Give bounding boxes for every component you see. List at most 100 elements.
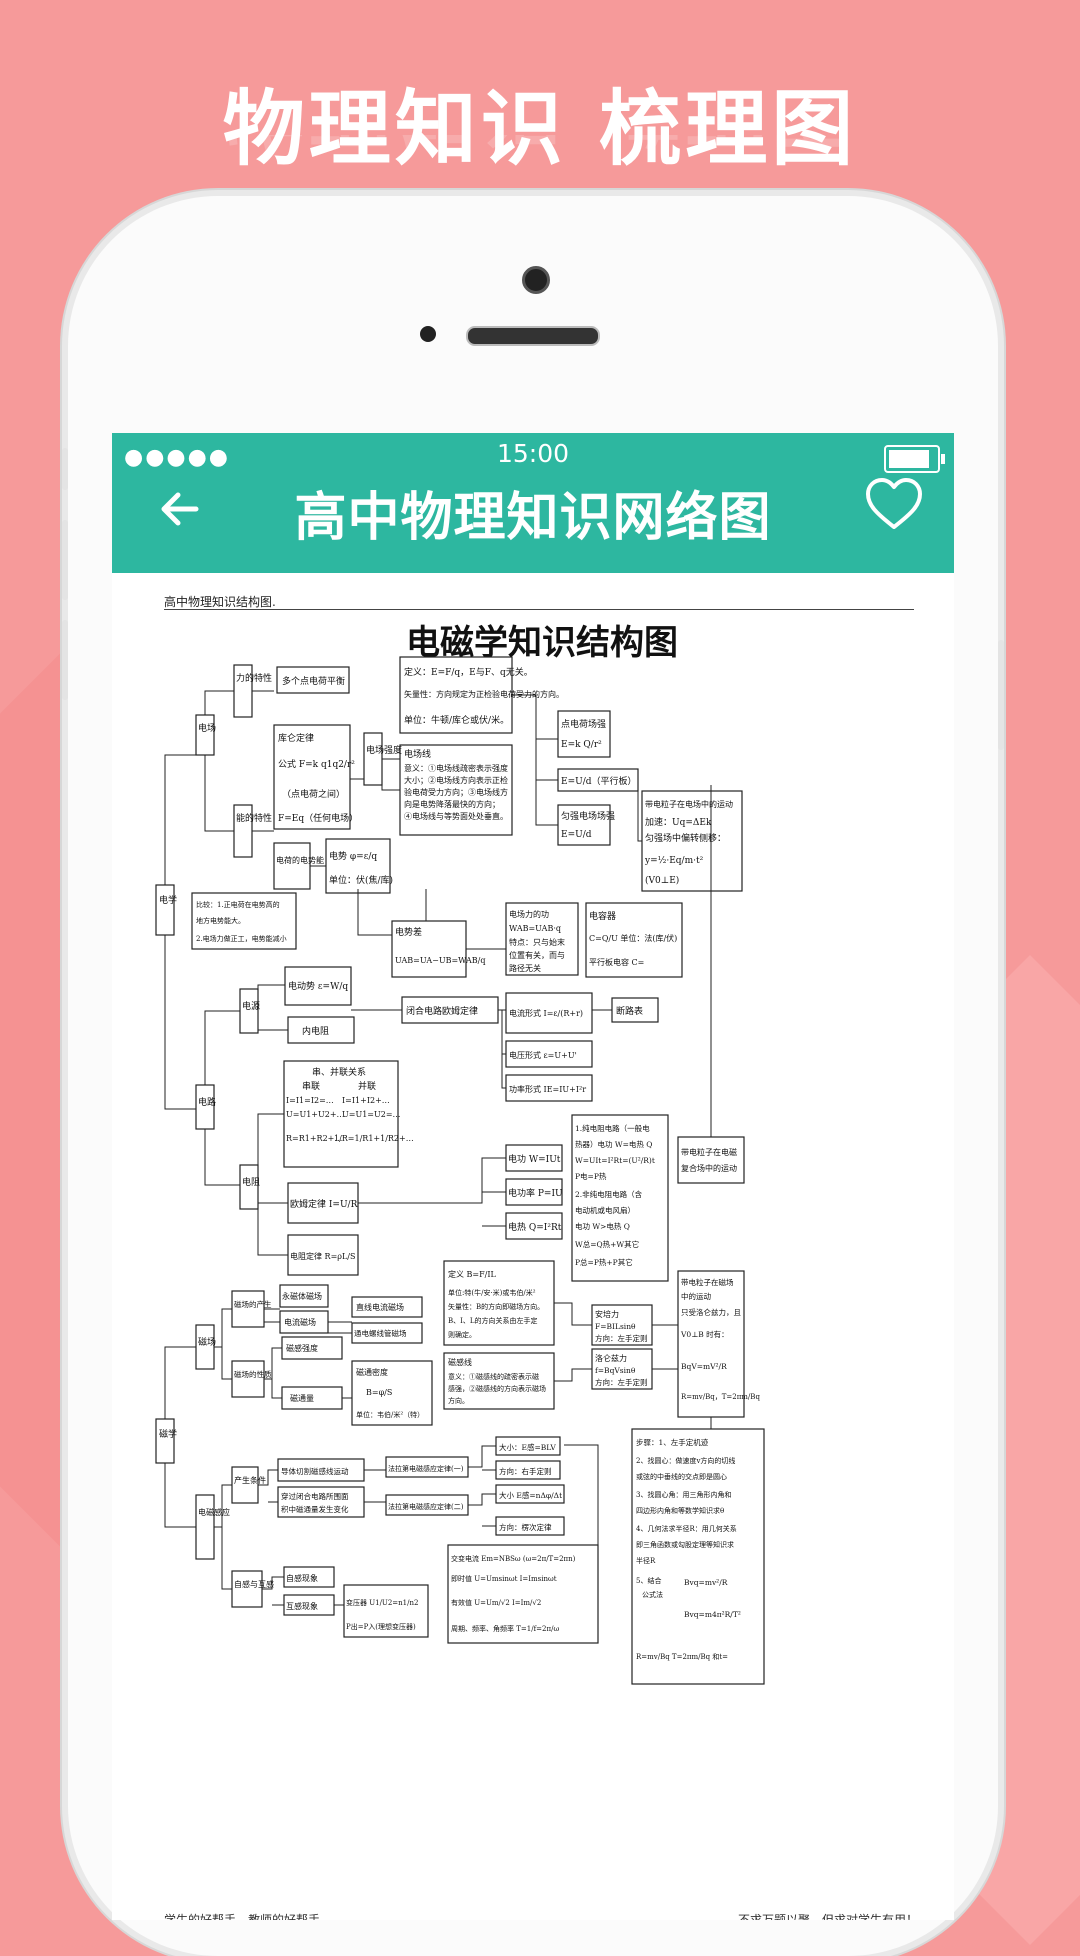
knowledge-diagram: 电学 电场 力的特性 能的特性 多个点电荷平衡 库仑定律 公式 F=k q1q2… (155, 656, 765, 1685)
node-label: 内电阻 (302, 1025, 329, 1037)
node-label: 方向：楞次定律 (499, 1522, 552, 1532)
node-label: f=BqVsinθ (595, 1366, 636, 1375)
knowledge-map-document: 高中物理知识结构图. 电磁学知识结构图 (152, 585, 932, 1920)
document-footer-left: 学生的好帮手，教师的好帮手 (164, 1913, 321, 1920)
document-footer-right: 不求万题以聚，但求对学生有用！ (737, 1913, 918, 1920)
node-label: 串、并联关系 (312, 1066, 366, 1078)
node-label: 磁场的性质 (234, 1369, 272, 1379)
signal-indicator: ●●●●● (124, 445, 230, 470)
node-label: 矢量性：方向规定为正检验电荷受力的方向。 (404, 689, 564, 699)
phone-screen: ●●●●● 15:00 高中物理知识网络图 高中物理知识结构图. 电磁学知识结构… (112, 433, 954, 1920)
node-label: BqV=mV²/R (681, 1362, 727, 1371)
phone-volume-up (62, 520, 68, 600)
node-label: 力的特性 (236, 672, 272, 684)
node-label: 5、结合 (636, 1576, 661, 1585)
node-label: 方向：左手定则 (595, 1333, 648, 1343)
node-label: 电动势 ε=W/q (288, 980, 348, 992)
promo-headline: 物理知识 梳理图 (222, 82, 858, 177)
node-label: 单位：伏(焦/库) (329, 874, 393, 886)
node-label: 断路表 (616, 1005, 643, 1017)
node-label: (V0⊥E) (645, 875, 679, 886)
node-label: 方向。 (448, 1396, 469, 1405)
proximity-sensor (420, 326, 436, 342)
node-label: 通电螺线管磁场 (354, 1328, 407, 1338)
node-label: 洛仑兹力 (595, 1353, 627, 1363)
node-label: 单位:特(牛/安·米)或韦伯/米² (448, 1288, 536, 1297)
node-label: 定义：E=F/q，E与F、q无关。 (404, 666, 533, 678)
node-label: 大小 E感=nΔφ/Δt (499, 1490, 562, 1500)
node-label: 带电粒子在电场中的运动 (645, 799, 733, 809)
node-label: 电功 W=IUt (508, 1153, 561, 1165)
node-label: 4、几何法求半径R：用几何关系 (636, 1524, 737, 1533)
node-label: 比较：1.正电荷在电势高的 (196, 900, 280, 909)
node-label: 自感现象 (286, 1573, 318, 1583)
node-label: 2.非纯电阻电路（含 (575, 1189, 643, 1199)
back-button[interactable] (152, 481, 208, 537)
arrow-left-icon (161, 492, 199, 526)
node-label: F=Eq（任何电场） (278, 812, 358, 824)
node-label: 矢量性：B的方向即磁场方向。 (448, 1302, 544, 1311)
node-label: 单位：韦伯/米²（特） (356, 1410, 424, 1419)
node-label: 2.电场力做正工，电势能减小 (196, 934, 287, 943)
node-label: 特点：只与始末 (509, 937, 565, 947)
node-label: 永磁体磁场 (282, 1291, 322, 1301)
node-label: 加速：Uq=ΔEk (645, 817, 712, 828)
node-label: 法拉第电磁感应定律(二) (388, 1502, 464, 1511)
node-label: 步骤：1、左手定机迹 (636, 1437, 709, 1447)
node-label: 安培力 (595, 1309, 619, 1319)
node-label: 电场力的功 (509, 909, 549, 919)
node-label: 电场强度 (366, 744, 402, 756)
node-label: UAB=UA−UB=WAB/q (395, 956, 485, 965)
node-label: 电压形式 ε=U+U' (509, 1050, 577, 1060)
node-label: 路径无关 (509, 963, 541, 973)
favorite-button[interactable] (864, 475, 924, 535)
node-label: 磁场 (198, 1336, 216, 1348)
promo-headline-reflection: 物理知识 梳理图 (0, 135, 1080, 175)
node-label: R=mv/Bq T=2πm/Bq 和t= (636, 1652, 728, 1661)
node-label: 即三角函数或勾股定理等知识求 (636, 1540, 734, 1549)
node-label: ④电场线与等势面处处垂直。 (404, 811, 508, 821)
node-label: 磁通量 (290, 1393, 314, 1403)
node-label: 库仑定律 (278, 732, 314, 744)
node-label: R=mv/Bq，T=2πm/Bq (681, 1393, 760, 1401)
node-label: B、I、L的方向关系由左手定 (448, 1316, 538, 1325)
node-label: 向是电势降落最快的方向； (404, 799, 500, 809)
node-label: 并联 (358, 1080, 376, 1092)
status-time: 15:00 (496, 439, 570, 468)
diagram-connectors (164, 690, 712, 1606)
node-label: 电势 φ=ε/q (329, 850, 377, 862)
node-label: I=I1=I2=… (286, 1096, 334, 1105)
node-label: 积中磁通量发生变化 (281, 1504, 349, 1514)
node-label: W总=Q热+W其它 (575, 1239, 639, 1249)
phone-mute-switch (62, 448, 68, 490)
node-label: 电场 (198, 722, 216, 734)
node-label: 变压器 U1/U2=n1/n2 (346, 1598, 418, 1607)
node-label: C=Q/U 单位：法(库/伏) (589, 933, 677, 943)
node-label: 磁学 (159, 1428, 177, 1440)
node-label: P总=P热+P其它 (575, 1257, 633, 1267)
node-label: 1.纯电阻电路（一般电 (575, 1123, 650, 1133)
node-label: 互感现象 (286, 1601, 318, 1611)
node-label: 导体切割磁感线运动 (281, 1466, 349, 1476)
node-label: 电动机或电风扇） (575, 1205, 635, 1215)
node-label: 串联 (302, 1081, 320, 1092)
node-label: 大小：E感=BLV (499, 1442, 556, 1452)
node-label: U=U1+U2+… (286, 1110, 345, 1119)
node-label: 有效值 U=Um/√2 I=Im/√2 (451, 1598, 541, 1607)
node-label: 磁感强度 (286, 1343, 318, 1353)
diagram-labels: 电学 电场 力的特性 能的特性 多个点电荷平衡 库仑定律 公式 F=k q1q2… (159, 666, 760, 1661)
node-label: 电容器 (589, 910, 616, 922)
node-label: 电路 (198, 1096, 216, 1108)
node-label: 带电粒子在电磁 (681, 1147, 737, 1157)
node-label: 电势差 (395, 926, 422, 938)
node-label: 电荷的电势能 (276, 855, 324, 865)
node-label: 大小；②电场线方向表示正检 (404, 775, 508, 785)
node-label: 电热 Q=I²Rt (508, 1221, 562, 1233)
node-label: 复合场中的运动 (681, 1163, 737, 1173)
node-label: 电阻 (242, 1176, 260, 1188)
node-label: 能的特性 (236, 812, 272, 824)
node-label: 1/R=1/R1+1/R2+… (334, 1134, 414, 1143)
node-label: 电功 W>电热 Q (575, 1221, 630, 1231)
node-label: 3、找圆心角：用三角形内角和 (636, 1490, 731, 1499)
node-label: 电源 (242, 1000, 260, 1012)
